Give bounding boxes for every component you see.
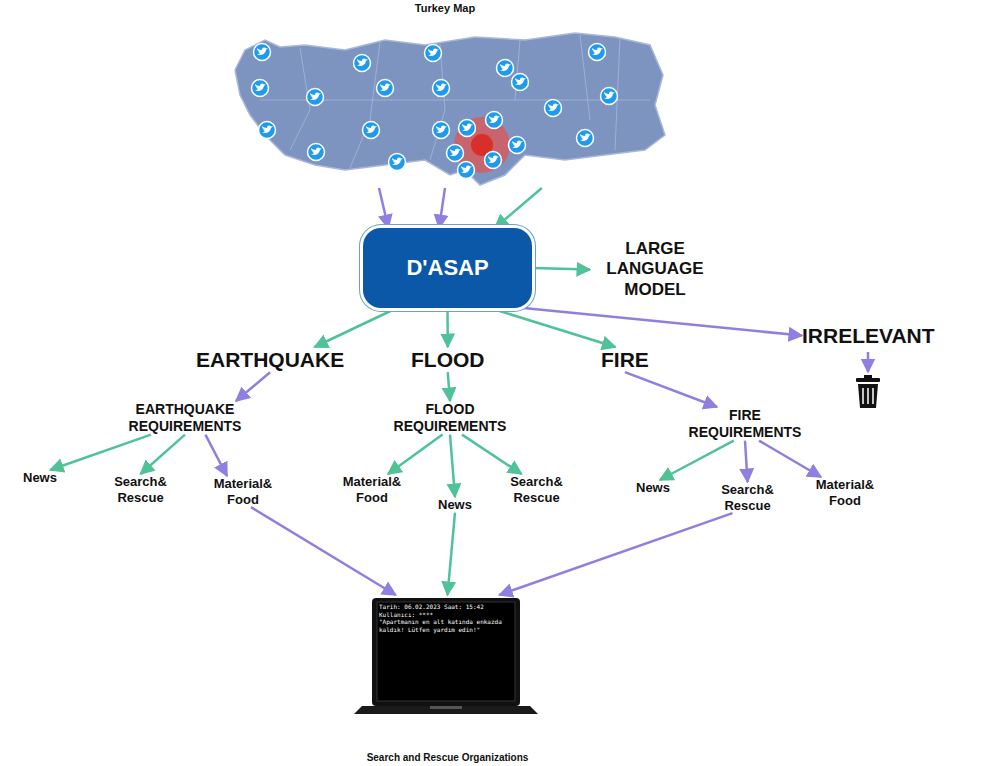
node-text: Material& Food [203,476,283,507]
arrow-connector [495,188,542,228]
arrow-connector [439,188,445,228]
node-text: Material& Food [332,474,412,505]
node-text: EARTHQUAKE REQUIREMENTS [100,401,270,435]
requirements: FIRE REQUIREMENTS [675,407,815,441]
node-text: Search& Rescue [499,474,574,505]
arrow-connector [448,372,450,401]
trash-icon [856,375,880,408]
node-text: Search& Rescue [710,482,785,513]
category: EARTHQUAKE [196,347,344,372]
need-item: Search& Rescue [710,482,785,513]
node-text: FLOOD [411,347,485,372]
node-text: Tarih: 06.02.2023 Saat: 15:42 [379,603,515,611]
turkey-outline [235,33,665,185]
system-box: D'ASAP [363,228,532,308]
category: IRRELEVANT [802,323,935,348]
arrow-connector [462,435,522,474]
need-item: Material& Food [805,477,885,508]
arrow-connector [745,441,748,482]
node-text: FIRE REQUIREMENTS [675,407,815,441]
arrow-connector [450,435,455,497]
node-text: EARTHQUAKE [196,347,344,372]
node-text: FLOOD REQUIREMENTS [375,401,525,435]
need-item: Search& Rescue [499,474,574,505]
requirements: EARTHQUAKE REQUIREMENTS [100,401,270,435]
category: FLOOD [411,347,485,372]
node-text: Search& Rescue [103,474,178,505]
arrow-connector [205,435,227,476]
laptop-node: Tarih: 06.02.2023 Saat: 15:42Kullanıcı: … [355,595,540,750]
need-item: News [636,480,670,496]
node-text: Kullanıcı: **** [379,611,515,619]
twitter-icons [252,44,618,179]
need-item: Material& Food [332,474,412,505]
node-text: Material& Food [805,477,885,508]
arrow-connector [251,507,396,595]
node-text: News [636,480,670,496]
arrow-connector [660,441,734,480]
need-item: Material& Food [203,476,283,507]
need-item: News [438,497,472,513]
arrow-connector [448,513,455,595]
arrow-connector [388,435,443,474]
node-text: News [438,497,472,513]
arrow-connector [524,308,802,336]
model-label: LARGE LANGUAGE MODEL [590,239,720,300]
arrow-connector [532,268,590,270]
requirements: FLOOD REQUIREMENTS [375,401,525,435]
node-text: FIRE [601,347,649,372]
need-item: Search& Rescue [103,474,178,505]
arrow-connector [236,372,270,401]
node-text: D'ASAP [406,255,488,281]
node-text: Search and Rescue Organizations [355,752,540,764]
node-text: IRRELEVANT [802,323,935,348]
screen-text: Tarih: 06.02.2023 Saat: 15:42Kullanıcı: … [379,603,515,633]
map-node: Turkey Map [225,2,665,188]
arrow-connector [141,435,186,474]
arrow-connector [315,308,397,347]
arrow-connector [625,372,717,407]
arrow-connector [759,441,821,477]
node-text: News [23,470,57,486]
arrow-connector [379,188,388,228]
province-borders [260,35,650,168]
node-text: Turkey Map [225,2,665,14]
arrow-connector [490,308,616,347]
node-text: "Apartmanın en alt katında enkazda kaldı… [379,618,515,633]
need-item: News [23,470,57,486]
arrow-connector [50,435,151,470]
arrow-connector [446,308,449,347]
laptop [354,598,538,714]
node-text: LARGE LANGUAGE MODEL [590,239,720,300]
category: FIRE [601,347,649,372]
arrow-connector [499,513,732,595]
discard-arrow [867,352,870,372]
